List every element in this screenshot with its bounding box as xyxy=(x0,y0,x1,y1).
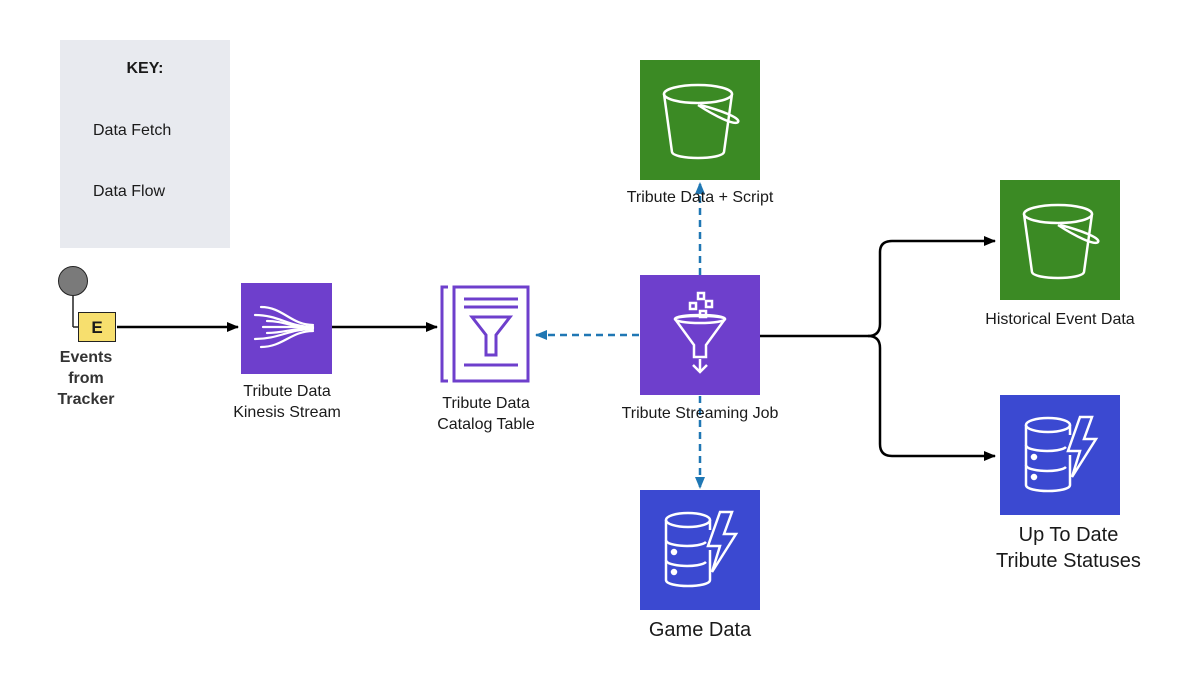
legend-title: KEY: xyxy=(126,60,164,77)
legend-box: KEY: Data Fetch Data Flow xyxy=(60,40,230,248)
game-data-label: Game Data xyxy=(648,619,752,641)
catalog-label: Tribute Data Catalog Table xyxy=(437,395,535,433)
flow-job-to-statuses xyxy=(867,334,996,461)
script-bucket-tile xyxy=(640,60,760,180)
s3-bucket-icon xyxy=(1022,203,1100,280)
event-badge: E xyxy=(78,312,116,342)
kinesis-stream-tile xyxy=(241,283,332,374)
script-bucket-label: Tribute Data + Script xyxy=(626,189,774,206)
kinesis-label: Tribute Data Kinesis Stream xyxy=(233,383,341,421)
legend-data-flow-label: Data Flow xyxy=(93,183,166,200)
statuses-tile xyxy=(1000,395,1120,515)
legend-data-fetch-label: Data Fetch xyxy=(93,122,172,139)
glue-catalog-icon xyxy=(440,285,530,383)
tracker-circle-icon xyxy=(58,266,88,296)
historical-bucket-tile xyxy=(1000,180,1120,300)
dynamodb-icon xyxy=(1024,415,1099,493)
statuses-label: Up To Date Tribute Statuses xyxy=(996,524,1141,572)
streaming-job-tile xyxy=(640,275,760,395)
game-data-tile xyxy=(640,490,760,610)
dynamodb-icon xyxy=(664,510,739,588)
streaming-job-label: Tribute Streaming Job xyxy=(621,405,779,422)
events-label: Events from Tracker xyxy=(57,349,115,408)
historical-label: Historical Event Data xyxy=(985,311,1135,328)
glue-etl-funnel-icon xyxy=(673,291,727,374)
s3-bucket-icon xyxy=(662,83,740,160)
kinesis-stream-icon xyxy=(253,305,315,349)
